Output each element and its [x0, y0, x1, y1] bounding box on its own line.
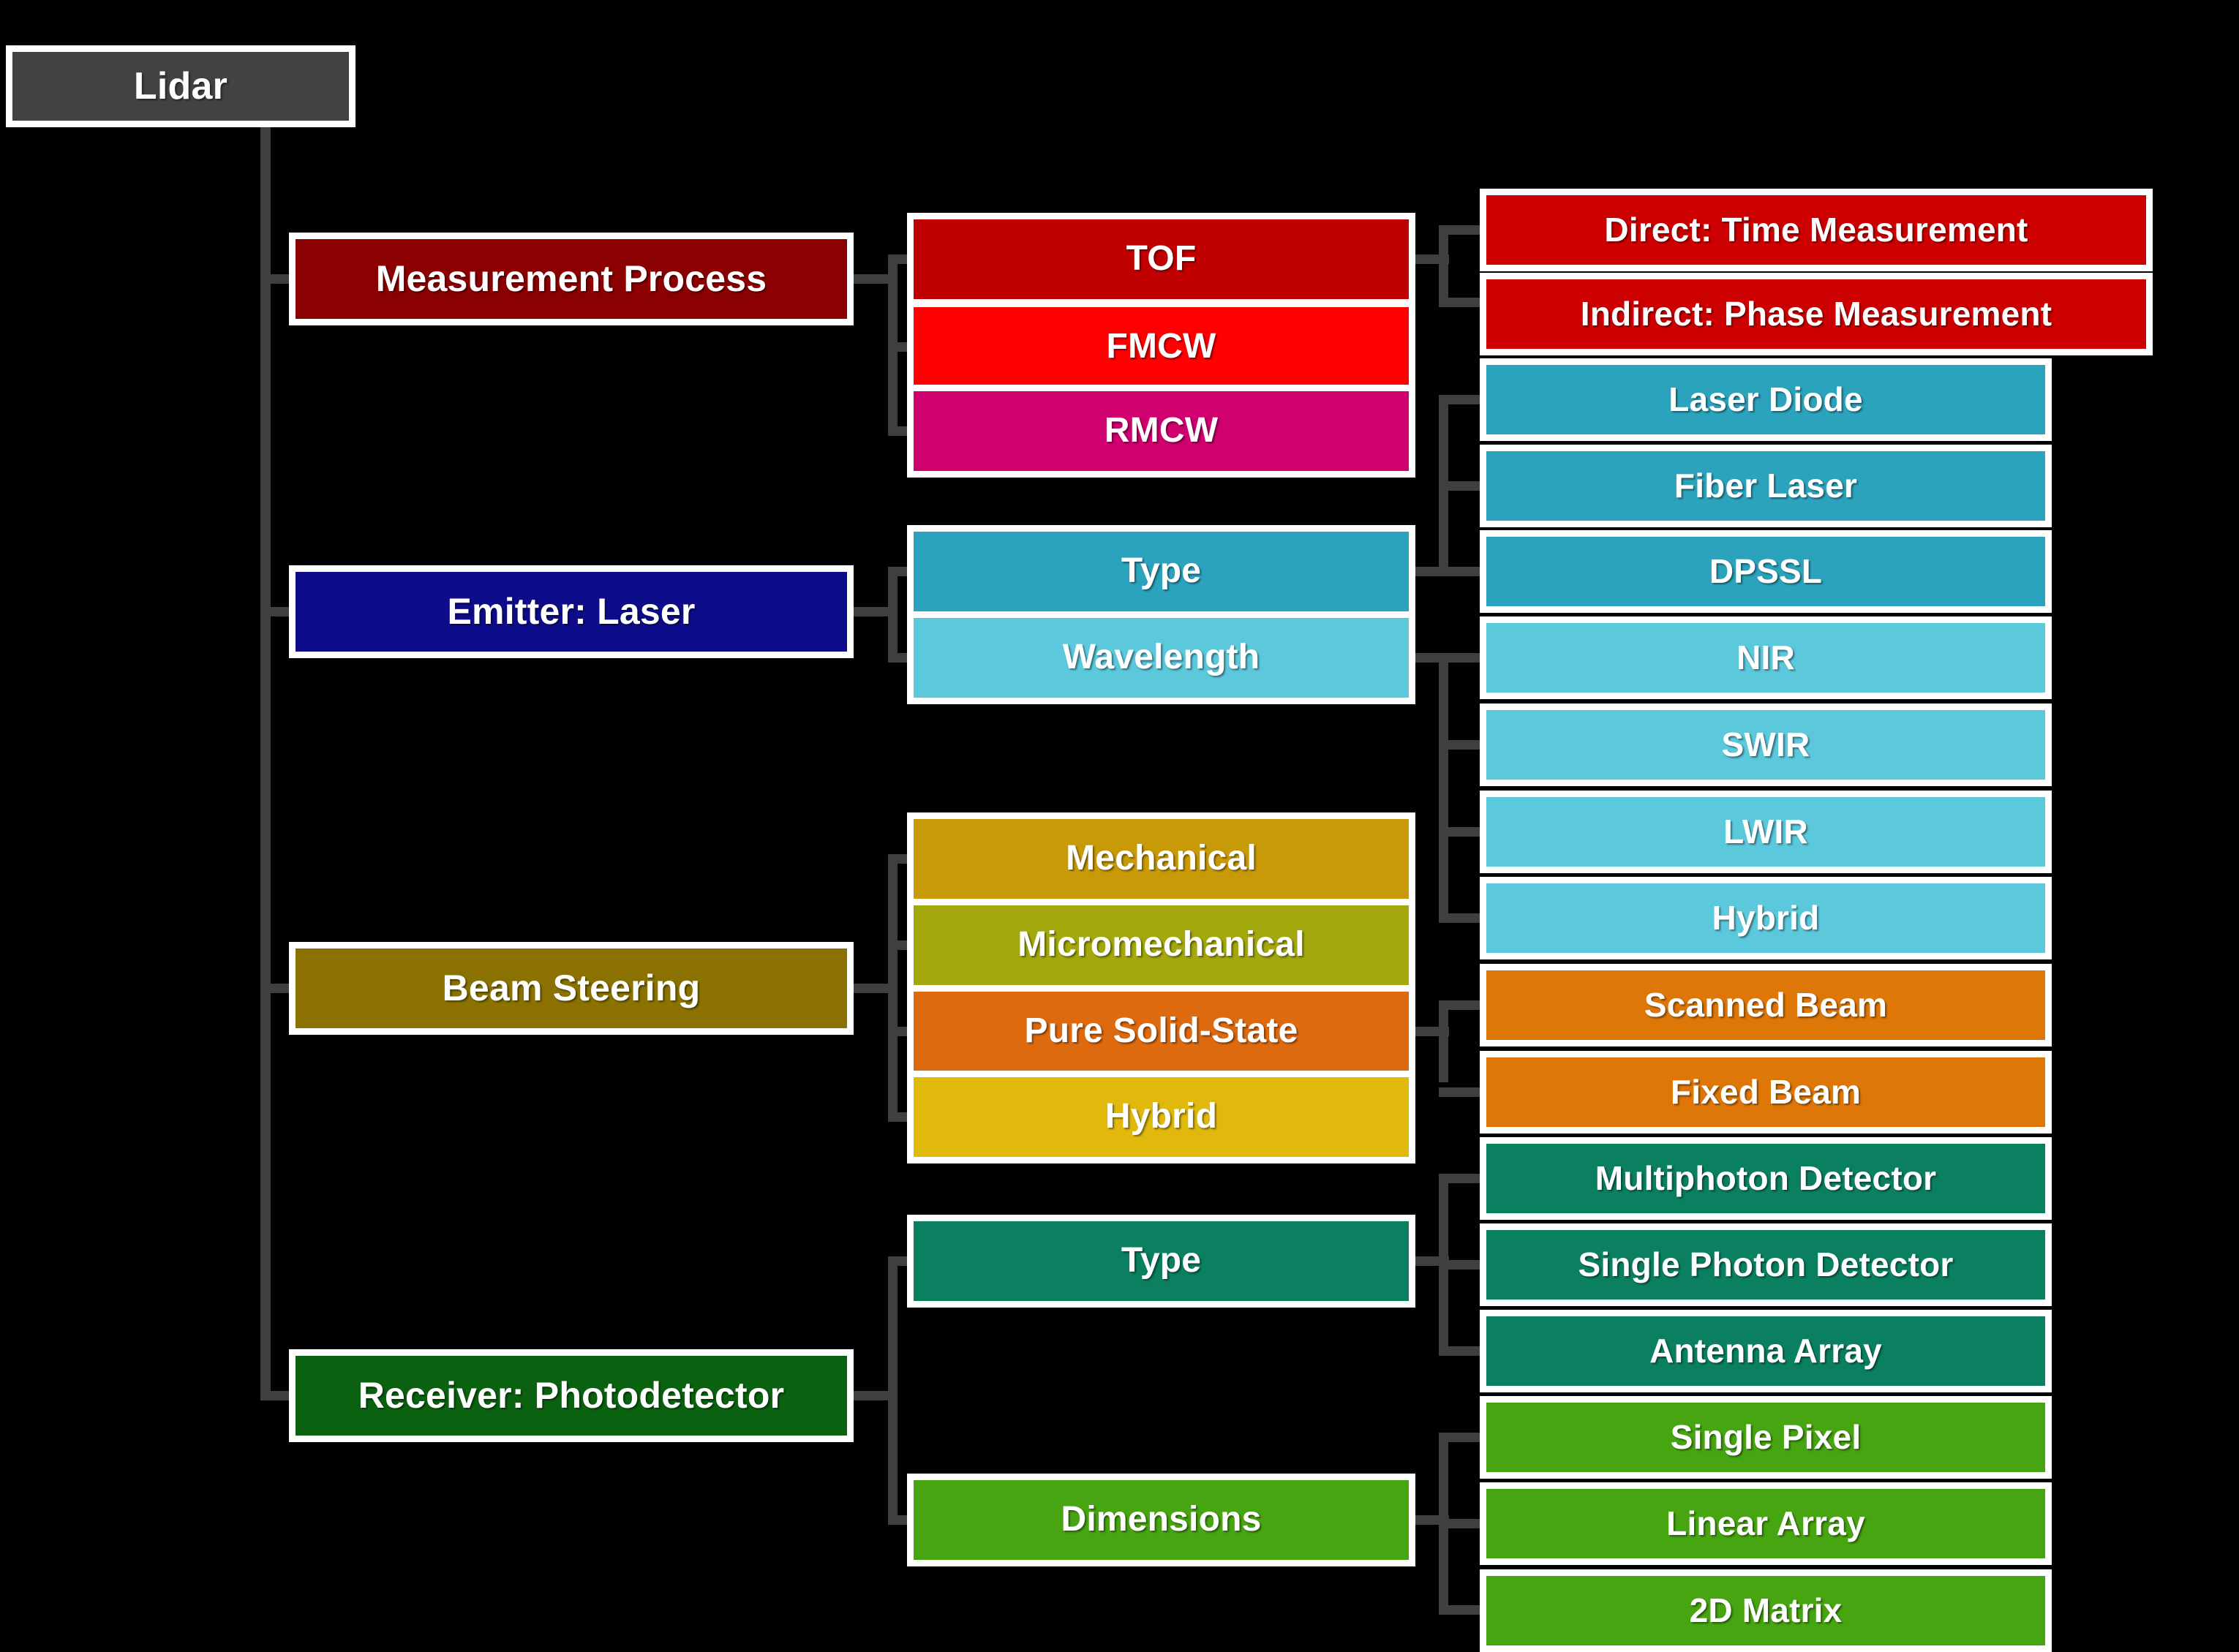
connector-tof-bus [1439, 225, 1448, 307]
connector-bus-to-fiberlaser [1439, 481, 1480, 491]
node-receiver-photodetector[interactable]: Receiver: Photodetector [289, 1349, 854, 1442]
node-indirect-phase-measurement[interactable]: Indirect: Phase Measurement [1480, 273, 2153, 355]
connector-bus-to-laserdiode [1439, 395, 1480, 404]
connector-trunk-to-emitter [260, 607, 296, 616]
connector-main-trunk [260, 155, 271, 1400]
node-antenna-array[interactable]: Antenna Array [1480, 1310, 2052, 1392]
connector-bus-to-2dmatrix [1439, 1605, 1480, 1615]
connector-receiver-out [852, 1391, 898, 1400]
node-lidar-root[interactable]: Lidar [6, 45, 355, 127]
node-swir[interactable]: SWIR [1480, 704, 2052, 786]
node-scanned-beam[interactable]: Scanned Beam [1480, 964, 2052, 1046]
node-micromechanical[interactable]: Micromechanical [907, 899, 1415, 992]
node-beam-steering[interactable]: Beam Steering [289, 942, 854, 1035]
connector-bus-to-wavelength-hybrid [1439, 913, 1480, 923]
connector-measurement-out [852, 274, 898, 284]
node-linear-array[interactable]: Linear Array [1480, 1482, 2052, 1565]
connector-root-stub [260, 121, 271, 155]
node-lwir[interactable]: LWIR [1480, 791, 2052, 873]
node-wavelength[interactable]: Wavelength [907, 611, 1415, 704]
connector-bus-to-lineararray [1439, 1519, 1480, 1528]
connector-bus-to-dpssl [1439, 567, 1480, 576]
node-emitter-laser[interactable]: Emitter: Laser [289, 565, 854, 658]
node-fixed-beam[interactable]: Fixed Beam [1480, 1051, 2052, 1134]
node-steering-hybrid[interactable]: Hybrid [907, 1071, 1415, 1163]
connector-steering-bus [888, 854, 898, 1117]
node-fmcw[interactable]: FMCW [907, 301, 1415, 393]
connector-trunk-to-receiver [260, 1391, 296, 1400]
node-multiphoton-detector[interactable]: Multiphoton Detector [1480, 1137, 2052, 1220]
node-dpssl[interactable]: DPSSL [1480, 530, 2052, 613]
node-single-pixel[interactable]: Single Pixel [1480, 1396, 2052, 1479]
connector-bus-to-multiphoton [1439, 1174, 1480, 1183]
node-laser-type[interactable]: Type [907, 525, 1415, 618]
connector-steering-out [852, 984, 898, 993]
connector-emitter-out [852, 607, 898, 616]
connector-emitter-bus [888, 567, 898, 657]
connector-trunk-to-steering [260, 984, 296, 993]
connector-trunk-to-measurement [260, 274, 296, 284]
connector-bus-to-singlephoton [1439, 1260, 1480, 1270]
node-2d-matrix[interactable]: 2D Matrix [1480, 1569, 2052, 1652]
node-laser-diode[interactable]: Laser Diode [1480, 358, 2052, 441]
connector-bus-to-singlepixel [1439, 1433, 1480, 1442]
connector-bus-to-fixedbeam [1439, 1087, 1480, 1097]
connector-bus-to-lwir [1439, 827, 1480, 837]
node-tof[interactable]: TOF [907, 213, 1415, 306]
node-fiber-laser[interactable]: Fiber Laser [1480, 445, 2052, 527]
node-rmcw[interactable]: RMCW [907, 385, 1415, 478]
node-nir[interactable]: NIR [1480, 616, 2052, 699]
connector-puresolidstate-bus [1439, 1000, 1448, 1082]
node-single-photon-detector[interactable]: Single Photon Detector [1480, 1223, 2052, 1306]
node-measurement-process[interactable]: Measurement Process [289, 233, 854, 325]
connector-bus-to-scannedbeam [1439, 1000, 1480, 1010]
connector-wavelength-bus [1439, 653, 1448, 916]
node-pure-solid-state[interactable]: Pure Solid-State [907, 985, 1415, 1078]
node-dimensions[interactable]: Dimensions [907, 1474, 1415, 1566]
node-mechanical[interactable]: Mechanical [907, 812, 1415, 905]
connector-bus-to-swir [1439, 740, 1480, 750]
connector-bus-to-direct [1439, 225, 1480, 235]
connector-receiver-bus [888, 1256, 898, 1525]
node-detector-type[interactable]: Type [907, 1215, 1415, 1308]
node-wavelength-hybrid[interactable]: Hybrid [1480, 877, 2052, 959]
connector-bus-to-antennaarray [1439, 1346, 1480, 1356]
connector-bus-to-indirect [1439, 298, 1480, 307]
connector-bus-to-nir [1439, 653, 1480, 663]
node-direct-time-measurement[interactable]: Direct: Time Measurement [1480, 189, 2153, 271]
